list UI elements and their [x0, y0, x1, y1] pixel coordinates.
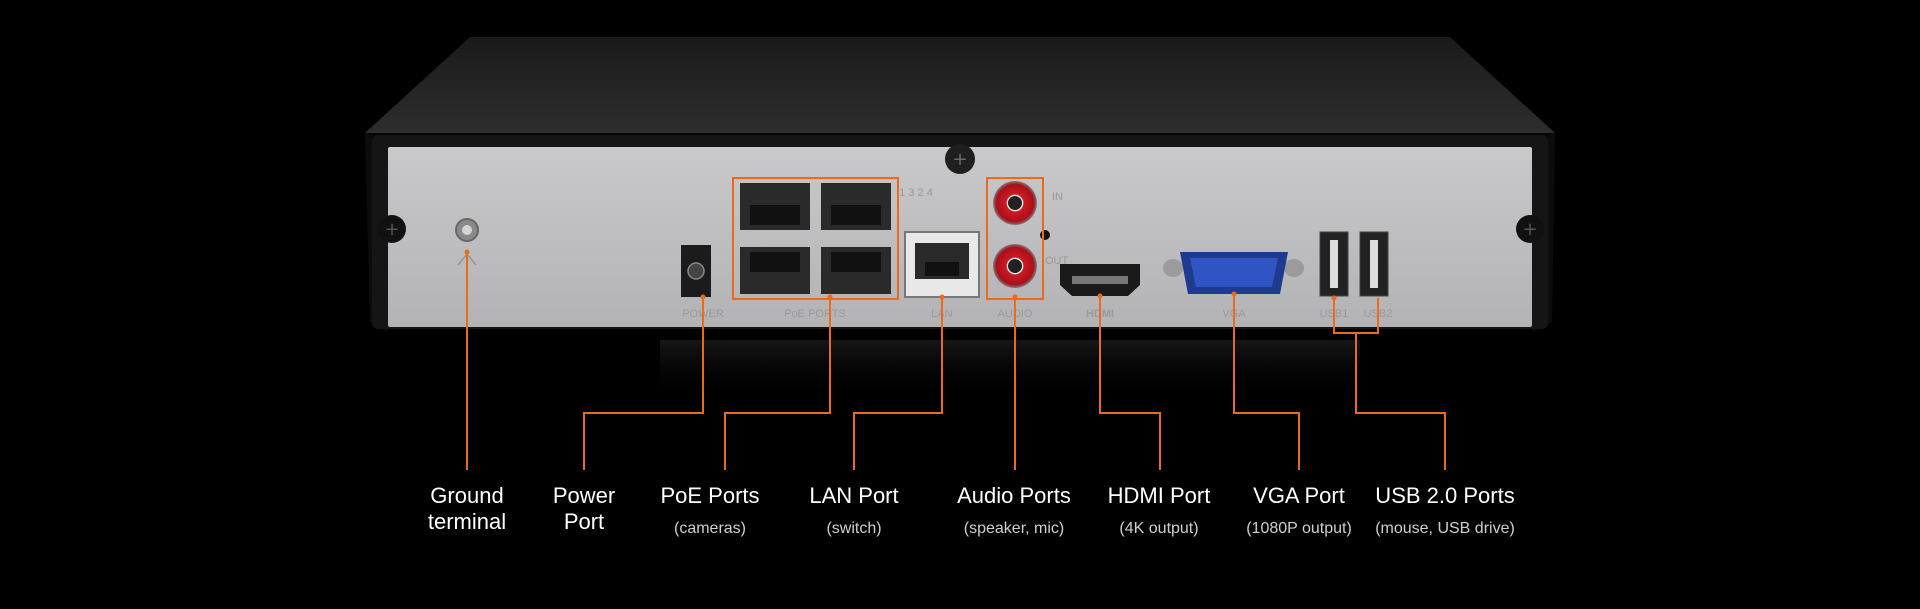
vga-port-icon	[1163, 252, 1304, 294]
callout-subtitle-audio: (speaker, mic)	[963, 520, 1065, 537]
leader-dot-vga	[1231, 291, 1237, 297]
leader-dot-poe	[827, 294, 833, 300]
panel-label-audio-in: IN	[1052, 191, 1063, 203]
callout-title-audio: Audio Ports	[957, 483, 1071, 508]
poe-ports-icon	[740, 183, 891, 294]
callout-title-hdmi: HDMI Port	[1107, 483, 1211, 508]
callout-title-usb: USB 2.0 Ports	[1375, 483, 1515, 508]
callout-subtitle-vga: (1080P output)	[1246, 520, 1352, 537]
panel-label-poe: PoE PORTS	[784, 308, 846, 320]
usb-ports-icon	[1319, 231, 1389, 297]
leader-line-hdmi	[1099, 296, 1161, 470]
leader-dot-usb	[1331, 295, 1337, 301]
leader-dot-audio	[1012, 294, 1018, 300]
leader-dot-lan	[939, 294, 945, 300]
hdmi-port-icon	[1060, 264, 1140, 296]
leader-line-usb	[1333, 298, 1446, 470]
callout-title-lan: LAN Port	[809, 483, 899, 508]
callout-title-poe: PoE Ports	[660, 483, 760, 508]
lan-port-icon	[904, 231, 980, 298]
leader-line-power	[583, 297, 704, 470]
leader-dot-hdmi	[1097, 293, 1103, 299]
svg-text:+: +	[384, 219, 399, 240]
leader-dot-power	[700, 294, 706, 300]
callout-subtitle-usb: (mouse, USB drive)	[1375, 520, 1515, 537]
callout-title-ground: Ground terminal	[427, 483, 507, 534]
leader-line-lan	[853, 297, 943, 470]
callout-title-power: Power Port	[552, 483, 616, 534]
leader-dot-ground	[464, 249, 470, 255]
callout-subtitle-lan: (switch)	[826, 520, 882, 537]
device-top-cover	[365, 37, 1555, 133]
left-screw-icon	[378, 215, 406, 243]
leader-line-poe	[724, 297, 831, 470]
svg-text:+: +	[952, 149, 967, 170]
callout-title-vga: VGA Port	[1253, 483, 1345, 508]
svg-text:+: +	[1522, 219, 1537, 240]
leader-line-vga	[1233, 294, 1300, 470]
poe-highlight-box	[732, 177, 899, 300]
callout-subtitle-hdmi: (4K output)	[1119, 520, 1199, 537]
callout-subtitle-poe: (cameras)	[673, 520, 747, 537]
device-reflection	[660, 340, 1360, 400]
top-screw-icon	[945, 144, 975, 174]
panel-label-poe-numbers: 1 3 2 4	[899, 187, 933, 199]
right-screw-icon	[1516, 215, 1544, 243]
